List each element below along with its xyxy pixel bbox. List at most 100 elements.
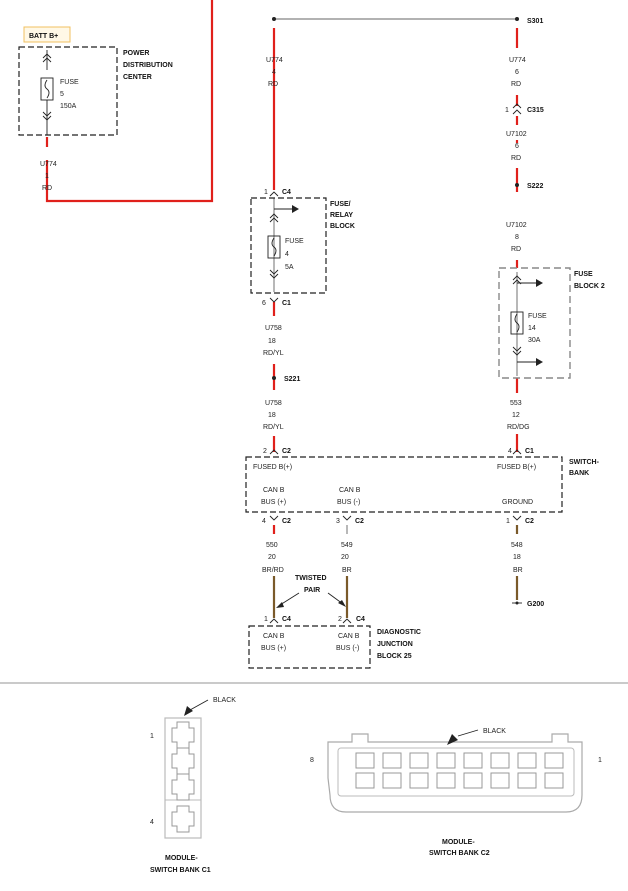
svg-text:6: 6 [515, 69, 519, 76]
c2-pin-cavity [517, 752, 537, 769]
c2-pin-grid [355, 752, 564, 789]
c2-pin-cavity [436, 752, 456, 769]
svg-text:SWITCH-: SWITCH- [569, 459, 600, 466]
svg-text:12: 12 [512, 412, 520, 419]
svg-text:FUSE: FUSE [60, 79, 79, 86]
svg-text:C2: C2 [525, 518, 534, 525]
svg-text:RD/DG: RD/DG [507, 424, 530, 431]
svg-text:U7102: U7102 [506, 131, 527, 138]
splice-s221-dot [272, 376, 276, 380]
svg-text:2: 2 [338, 616, 342, 623]
svg-text:549: 549 [341, 542, 353, 549]
svg-text:C2: C2 [355, 518, 364, 525]
svg-text:1: 1 [264, 189, 268, 196]
svg-text:RD: RD [268, 81, 278, 88]
svg-text:BR: BR [342, 567, 352, 574]
svg-text:C4: C4 [356, 616, 365, 623]
svg-text:S301: S301 [527, 18, 543, 25]
svg-text:U774: U774 [509, 57, 526, 64]
svg-text:DISTRIBUTION: DISTRIBUTION [123, 62, 173, 69]
svg-text:4: 4 [272, 69, 276, 76]
c2-pin-cavity [517, 772, 537, 789]
svg-text:RD/YL: RD/YL [263, 350, 284, 357]
svg-text:8: 8 [310, 757, 314, 764]
svg-text:1: 1 [264, 616, 268, 623]
svg-text:FUSED B(+): FUSED B(+) [253, 464, 292, 471]
svg-text:SWITCH BANK C1: SWITCH BANK C1 [150, 867, 211, 874]
svg-text:GROUND: GROUND [502, 499, 533, 506]
svg-text:4: 4 [508, 448, 512, 455]
svg-text:U774: U774 [266, 57, 283, 64]
svg-text:4: 4 [262, 518, 266, 525]
svg-text:BUS (+): BUS (+) [261, 645, 286, 652]
c2-pin-cavity [490, 772, 510, 789]
c2-pin-cavity [436, 772, 456, 789]
svg-text:6: 6 [515, 143, 519, 150]
svg-text:CAN B: CAN B [263, 487, 285, 494]
svg-text:FUSE: FUSE [574, 271, 593, 278]
svg-text:20: 20 [268, 554, 276, 561]
svg-text:BUS (+): BUS (+) [261, 499, 286, 506]
svg-text:FUSE: FUSE [528, 313, 547, 320]
svg-text:DIAGNOSTIC: DIAGNOSTIC [377, 629, 421, 636]
wires [45, 0, 519, 618]
svg-text:BLACK: BLACK [213, 697, 236, 704]
svg-text:CENTER: CENTER [123, 74, 152, 81]
svg-text:PAIR: PAIR [304, 587, 320, 594]
svg-text:6: 6 [262, 300, 266, 307]
svg-text:18: 18 [268, 338, 276, 345]
svg-text:5: 5 [60, 91, 64, 98]
c2-pin-cavity [463, 752, 483, 769]
splice-s222-dot [515, 183, 519, 187]
svg-text:1: 1 [505, 107, 509, 114]
svg-text:BANK: BANK [569, 470, 589, 477]
twisted-pair-callout: TWISTED PAIR [276, 575, 346, 608]
svg-text:BUS (-): BUS (-) [336, 645, 359, 652]
svg-text:1: 1 [598, 757, 602, 764]
c2-pin-cavity [382, 772, 402, 789]
svg-text:SWITCH BANK C2: SWITCH BANK C2 [429, 850, 490, 857]
svg-text:S221: S221 [284, 376, 300, 383]
svg-text:2: 2 [263, 448, 267, 455]
svg-text:POWER: POWER [123, 50, 149, 57]
svg-text:18: 18 [268, 412, 276, 419]
connector-c315: 1 C315 [505, 103, 544, 115]
batt-label: BATT B+ [29, 33, 58, 40]
c2-pin-cavity [409, 752, 429, 769]
svg-text:C4: C4 [282, 189, 291, 196]
svg-text:CAN B: CAN B [263, 633, 285, 640]
svg-text:1: 1 [45, 173, 49, 180]
svg-text:U774: U774 [40, 161, 57, 168]
svg-text:C315: C315 [527, 107, 544, 114]
svg-text:U7102: U7102 [506, 222, 527, 229]
connector-c1: 1 4 BLACK MODULE- SWITCH BANK C1 [150, 697, 236, 874]
ground-g200: G200 [512, 601, 544, 608]
svg-text:C2: C2 [282, 448, 291, 455]
svg-text:FUSE/: FUSE/ [330, 201, 351, 208]
svg-text:20: 20 [341, 554, 349, 561]
svg-text:C4: C4 [282, 616, 291, 623]
svg-text:BR/RD: BR/RD [262, 567, 284, 574]
svg-text:RD: RD [511, 155, 521, 162]
batt-box [23, 26, 71, 43]
svg-text:C1: C1 [282, 300, 291, 307]
c2-pin-cavity [409, 772, 429, 789]
svg-text:BLOCK: BLOCK [330, 223, 355, 230]
svg-text:1: 1 [150, 733, 154, 740]
c2-pin-cavity [544, 772, 564, 789]
diagnostic-junction-block: 1 C4 2 C4 CAN B BUS (+) CAN B BUS (-) DI… [248, 616, 421, 669]
svg-text:BLOCK 25: BLOCK 25 [377, 653, 412, 660]
c2-pin-cavity [355, 772, 375, 789]
svg-text:548: 548 [511, 542, 523, 549]
switch-bank: 2 C2 4 C1 FUSED B(+) FUSED B(+) CAN B BU… [245, 448, 600, 525]
svg-text:BR: BR [513, 567, 523, 574]
svg-text:30A: 30A [528, 337, 541, 344]
c2-pin-cavity [382, 752, 402, 769]
svg-text:RD: RD [511, 81, 521, 88]
svg-text:FUSE: FUSE [285, 238, 304, 245]
svg-text:5A: 5A [285, 264, 294, 271]
svg-text:BUS (-): BUS (-) [337, 499, 360, 506]
connector-c2: 8 1 BLACK MODULE- SWITCH BANK C2 [310, 728, 602, 857]
svg-text:150A: 150A [60, 103, 77, 110]
